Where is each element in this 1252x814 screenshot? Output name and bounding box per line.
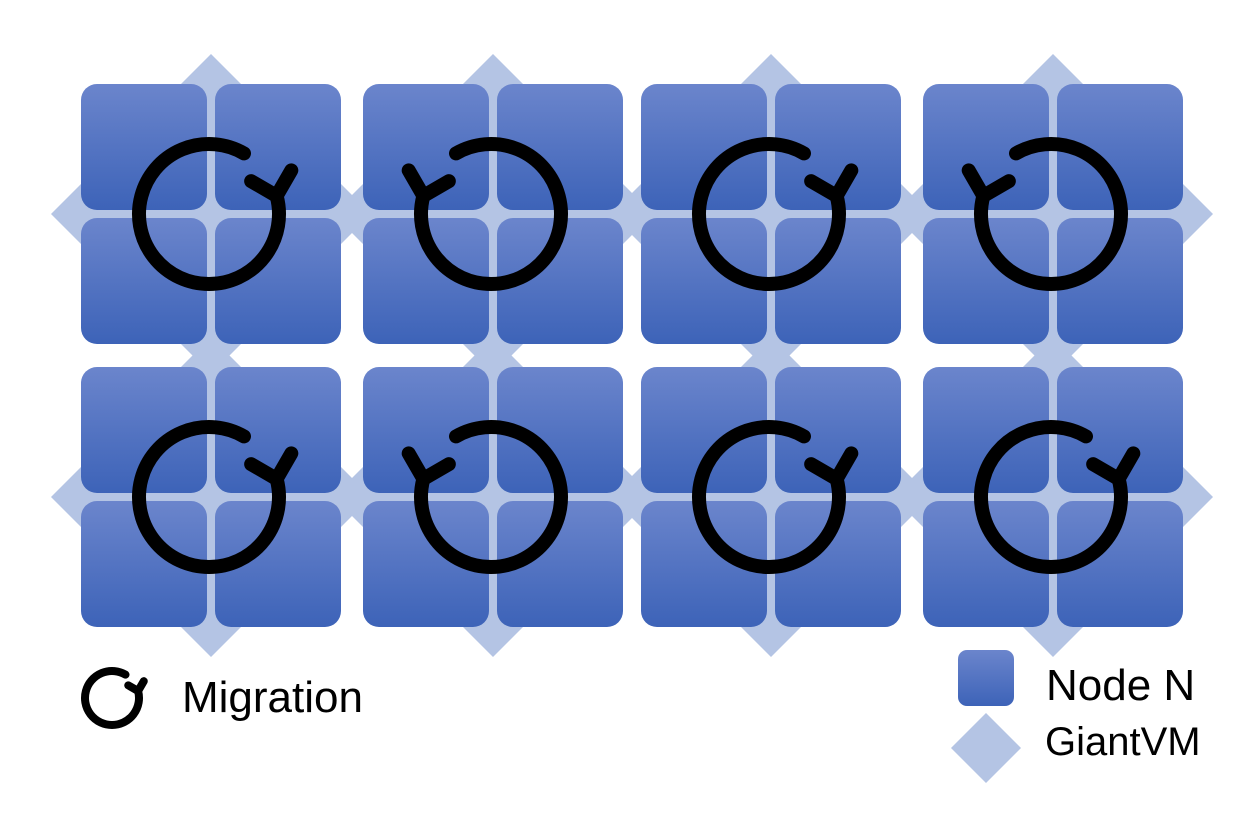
node-square (1057, 218, 1183, 344)
node-square (775, 218, 901, 344)
node-square (81, 218, 207, 344)
node-square (641, 501, 767, 627)
node-layer (81, 84, 1183, 627)
node-square (775, 501, 901, 627)
legend-giantvm-label: GiantVM (1045, 720, 1201, 764)
migration-arrow-icon (961, 137, 1128, 291)
migration-arrow-icon (401, 137, 568, 291)
node-square (81, 501, 207, 627)
legend (81, 650, 1021, 783)
node-square (363, 501, 489, 627)
node-square (641, 218, 767, 344)
node-square (923, 218, 1049, 344)
node-square (363, 367, 489, 493)
node-square (1057, 501, 1183, 627)
legend-migration-label: Migration (182, 673, 363, 722)
node-square (923, 501, 1049, 627)
migration-arrow-icon (692, 137, 859, 291)
node-square (363, 84, 489, 210)
migration-arrow-icon (401, 420, 568, 574)
giantvm-legend-icon (951, 713, 1021, 783)
node-square (641, 367, 767, 493)
node-square (497, 218, 623, 344)
migration-arrow-icon (132, 420, 299, 574)
node-square (363, 218, 489, 344)
node-square (641, 84, 767, 210)
node-square (81, 367, 207, 493)
node-square (215, 501, 341, 627)
node-square (497, 84, 623, 210)
node-square (81, 84, 207, 210)
migration-arrow-layer (132, 137, 1141, 574)
migration-arrow-icon (974, 420, 1141, 574)
migration-legend-icon (81, 667, 148, 729)
node-square (497, 367, 623, 493)
node-square (923, 367, 1049, 493)
migration-arrow-icon (692, 420, 859, 574)
node-square (923, 84, 1049, 210)
legend-node-label: Node N (1046, 661, 1196, 710)
migration-arrow-icon (132, 137, 299, 291)
node-square (497, 501, 623, 627)
node-square (215, 218, 341, 344)
node-legend-icon (958, 650, 1014, 706)
node-square (1057, 84, 1183, 210)
